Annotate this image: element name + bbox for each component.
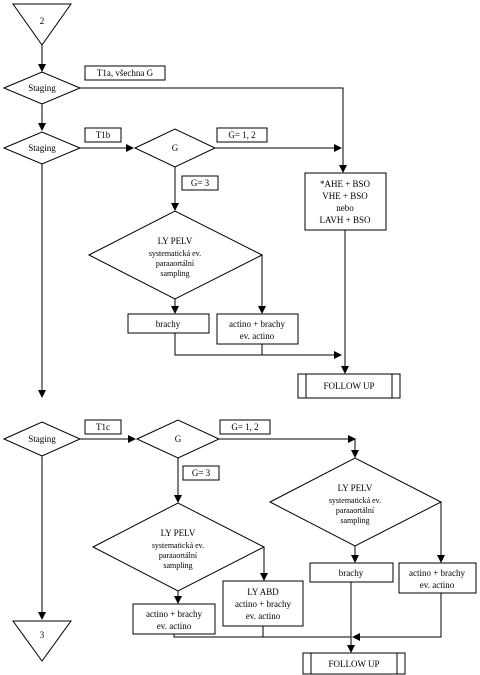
follow-up-box-2 [302,652,406,675]
t1a-label: T1a, všechna G [97,68,154,78]
surgery-line-3: nebo [336,203,354,213]
surgery-line-4: LAVH + BSO [320,215,371,225]
ly-abd-line-1: LY ABD [247,587,279,597]
g3-label-2: G= 3 [192,468,211,478]
staging-2-label: Staging [28,143,56,153]
brachy-box-1 [127,313,210,334]
ly-pelv-left-line-2: systematická ev. [152,541,204,550]
connector-end-label: 3 [40,630,45,640]
ly-pelv-right-line-1: LY PELV [338,483,373,493]
g-decision-1-label: G [172,143,179,153]
g3-label-box-1 [181,175,219,191]
connector-end-triangle [12,620,72,662]
ly-pelv-right-line-2: systematická ev. [329,496,381,505]
g3-label-box-2 [182,465,220,481]
actino-1-line-1: actino + brachy [229,319,286,329]
actino-left-line-2: ev. actino [157,621,192,631]
t1c-label-box [84,419,122,435]
surgery-options-box [304,172,387,231]
brachy-1-label: brachy [156,319,181,329]
ly-pelv-left-line-1: LY PELV [161,528,196,538]
connector-start-label: 2 [40,16,45,26]
follow-up-2-label: FOLLOW UP [328,659,379,669]
t1c-label: T1c [96,422,110,432]
line-actino-left-to-merge [173,634,351,638]
arrow-brachy-to-merge-1 [174,333,342,359]
t1b-label: T1b [96,130,111,140]
actino-right-line-2: ev. actino [420,580,455,590]
actino-left-line-1: actino + brachy [146,609,203,619]
actino-box-1 [216,313,299,345]
connector-start-triangle [12,3,72,46]
g12-label-2: G= 1, 2 [231,422,258,432]
ly-pelv-left-line-4: sampling [163,561,192,570]
ly-abd-line-3: ev. actino [246,611,281,621]
g12-label-box-2 [219,419,271,435]
follow-up-box-1 [297,373,401,399]
follow-up-1-label: FOLLOW UP [323,381,374,391]
ly-pelv-right-line-4: sampling [340,516,369,525]
g12-label-box-1 [216,127,268,143]
surgery-line-2: VHE + BSO [322,191,368,201]
arrow-actino-right-to-merge [352,593,442,641]
ly-pelv-1-line-3: paraaortální [156,259,195,268]
arrow-t1a-to-surgery [80,87,347,173]
ly-pelv-1-line-2: systematická ev. [149,249,201,258]
brachy-2-label: brachy [339,568,364,578]
ly-abd-line-2: actino + brachy [235,599,292,609]
actino-right-line-1: actino + brachy [409,568,466,578]
surgery-line-1: *AHE + BSO [320,179,371,189]
ly-pelv-1-line-1: LY PELV [158,236,193,246]
ly-pelv-1-line-4: sampling [160,269,189,278]
actino-1-line-2: ev. actino [240,331,275,341]
actino-box-right [398,562,477,594]
t1a-label-box [84,65,166,81]
g3-label-1: G= 3 [191,178,210,188]
t1b-label-box [84,127,122,143]
ly-pelv-left-line-3: paraaortální [159,551,198,560]
staging-3-label: Staging [28,434,56,444]
ly-pelv-right-line-3: paraaortální [336,506,375,515]
staging-1-label: Staging [28,83,56,93]
g-decision-2-label: G [175,434,182,444]
g12-label-1: G= 1, 2 [228,130,255,140]
actino-box-left [132,603,216,635]
